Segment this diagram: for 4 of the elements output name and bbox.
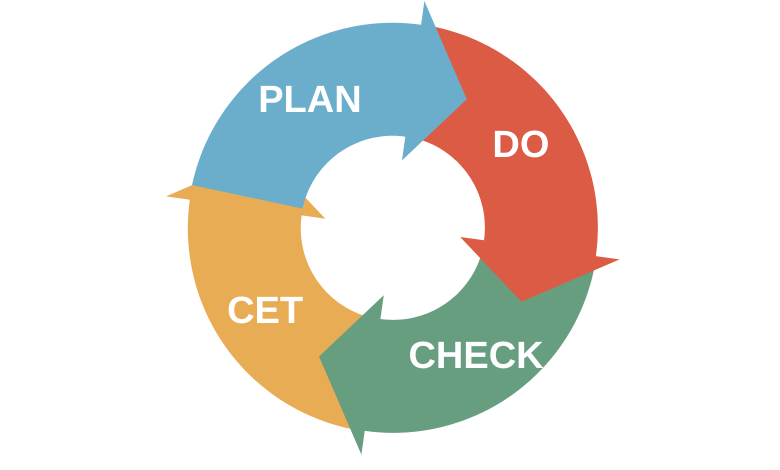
stage-label: CHECK <box>408 336 544 375</box>
stage-label: DO <box>492 126 550 164</box>
stage-label: PLAN <box>258 81 362 120</box>
stage-label: CET <box>227 292 304 330</box>
